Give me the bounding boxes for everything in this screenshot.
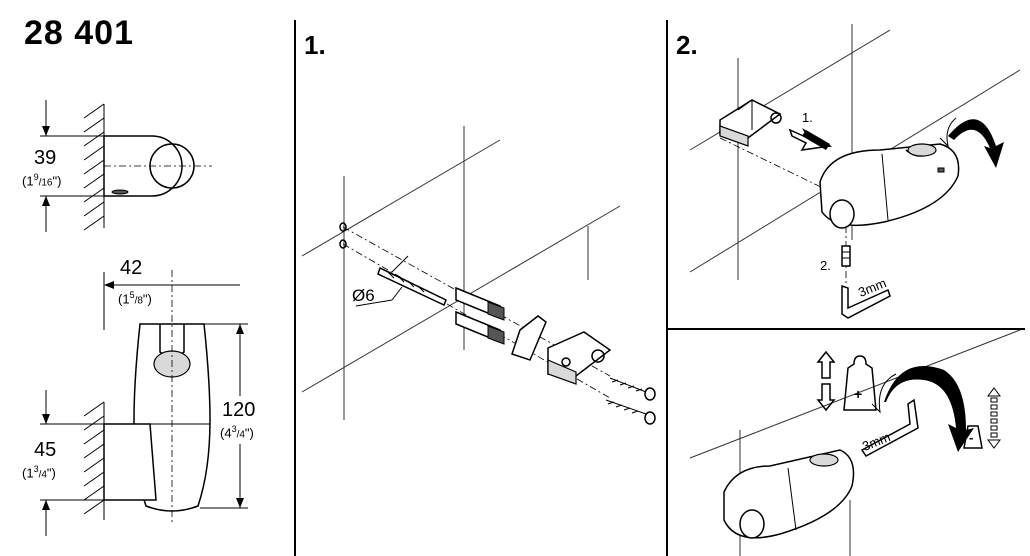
- step-2-number: 2.: [676, 30, 698, 60]
- wall-plugs: [455, 286, 505, 345]
- panel-divider-horizontal: [667, 328, 1025, 330]
- shower-holder-step2: [819, 143, 960, 229]
- dimension-39: 39: [34, 147, 57, 169]
- dimension-45-imperial: (13/4"): [22, 464, 56, 481]
- minus-sign: -: [969, 430, 974, 445]
- up-down-arrow-icon: [816, 350, 836, 412]
- hex-key-size-label-step3: 3mm: [860, 429, 893, 454]
- set-screw: [841, 226, 851, 284]
- dimension-45: 45: [34, 439, 57, 461]
- wall-bracket-step2: [719, 99, 782, 147]
- dimension-39-imperial: (19/16"): [22, 172, 62, 189]
- step-1-number: 1.: [304, 30, 326, 60]
- sub-step-2-label: 2.: [820, 258, 831, 273]
- hex-key-size-label-step2: 3mm: [856, 275, 889, 300]
- wall-bracket-step1: [511, 315, 612, 385]
- holder-top-view: [103, 135, 212, 197]
- dotted-arrow-icon: [987, 387, 1001, 449]
- panel-divider-left: [294, 20, 296, 556]
- screws: [605, 377, 656, 425]
- dimension-drawing: [40, 100, 248, 536]
- wall-hatch-front: [83, 401, 105, 520]
- dimension-120-imperial: (43/4"): [220, 424, 254, 441]
- holder-front-view: [103, 270, 211, 525]
- dimension-42: 42: [120, 257, 143, 279]
- product-number: 28 401: [24, 14, 134, 52]
- panel-divider-right: [666, 20, 668, 556]
- sub-step-1-label: 1.: [802, 110, 813, 125]
- plus-sign: +: [854, 386, 863, 402]
- dimension-120: 120: [222, 399, 256, 421]
- drill-diameter-label: Ø6: [352, 286, 375, 305]
- dimension-42-imperial: (15/8"): [118, 290, 152, 307]
- wall-hatch-top: [83, 103, 105, 231]
- wall-tiles-step2: [689, 24, 1021, 280]
- wall-tiles-step1: [301, 126, 621, 420]
- shower-holder-step3: [723, 449, 855, 539]
